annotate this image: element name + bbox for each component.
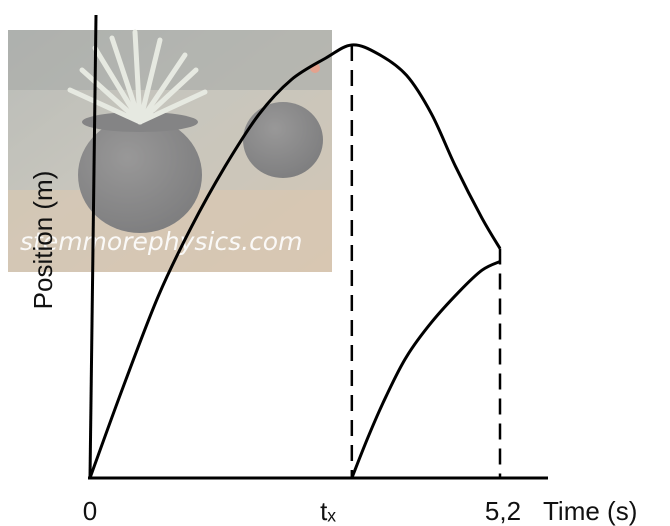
curves xyxy=(88,43,502,479)
series-line-1 xyxy=(350,260,501,479)
y-axis xyxy=(88,14,98,479)
x-tick-label-0: 0 xyxy=(83,496,97,526)
axes xyxy=(88,14,548,480)
x-tick-label-tx: tₓ xyxy=(320,496,336,526)
watermark-photo xyxy=(8,29,332,272)
drop-lines xyxy=(350,45,502,478)
y-axis-title: Position (m) xyxy=(28,171,58,310)
watermark-text: stemmorephysics.com xyxy=(20,227,302,256)
x-tick-label-5-2: 5,2 xyxy=(485,496,521,526)
x-axis-title: Time (s) xyxy=(543,496,637,526)
series-line-0 xyxy=(88,43,502,479)
